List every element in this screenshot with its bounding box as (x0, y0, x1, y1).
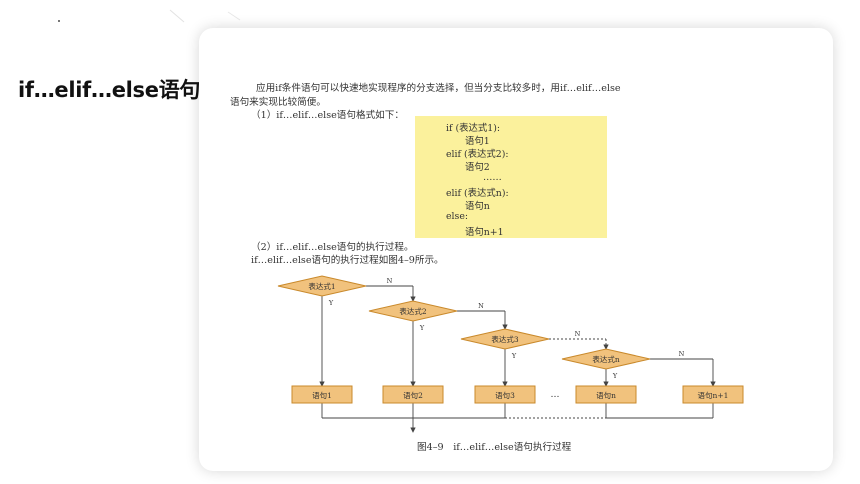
flowchart-connectors (319, 285, 716, 433)
condition-diamond (561, 348, 651, 370)
statement-box (382, 385, 444, 404)
flow-intro-text: if…elif…else语句的执行过程如图4–9所示。 (251, 255, 444, 266)
document-image: 应用if条件语句可以快速地实现程序的分支选择，但当分支比较多时，用if…elif… (199, 28, 833, 471)
decorative-dot (58, 20, 60, 22)
statement-label: 语句3 (495, 390, 515, 400)
statement-box (474, 385, 536, 404)
yes-label: Y (419, 324, 425, 332)
code-highlight-box (415, 116, 607, 238)
no-label: N (478, 302, 484, 310)
code-line: else: (446, 211, 469, 222)
condition-label: 表达式3 (491, 334, 518, 344)
condition-label: 表达式1 (308, 281, 335, 291)
no-label: N (575, 330, 581, 338)
section-heading-2: （2）if…elif…else语句的执行过程。 (251, 242, 414, 253)
condition-label: 表达式n (592, 354, 619, 364)
statement-box (682, 385, 744, 404)
yes-label: Y (511, 352, 517, 360)
figure-caption: 图4–9 if…elif…else语句执行过程 (417, 442, 572, 453)
condition-diamond (460, 328, 550, 350)
code-line: elif (表达式n): (446, 188, 509, 199)
code-line: 语句2 (465, 162, 490, 173)
flowchart-shapes (277, 275, 744, 404)
statement-box (575, 385, 637, 404)
statement-box (291, 385, 353, 404)
statement-label: 语句n+1 (698, 390, 729, 400)
no-label: N (387, 277, 393, 285)
no-label: N (679, 350, 685, 358)
code-line: 语句1 (465, 136, 490, 147)
statement-label: 语句n (596, 390, 616, 400)
section-heading-1: （1）if…elif…else语句格式如下： (251, 110, 404, 121)
ellipsis: … (551, 390, 560, 400)
condition-label: 表达式2 (399, 306, 426, 316)
code-line: 语句n+1 (465, 227, 504, 238)
statement-label: 语句1 (312, 390, 332, 400)
code-line: 语句n (465, 201, 490, 212)
yes-label: Y (612, 372, 618, 380)
code-line: if (表达式1): (446, 123, 501, 134)
condition-diamond (277, 275, 367, 297)
slide-title: if…elif…else语句 (18, 78, 201, 102)
yes-label: Y (328, 299, 334, 307)
statement-label: 语句2 (403, 390, 423, 400)
code-line: …… (483, 172, 502, 183)
condition-diamond (368, 300, 458, 322)
intro-line-2: 语句来实现比较简便。 (230, 97, 326, 108)
code-line: elif (表达式2): (446, 149, 509, 160)
intro-line-1: 应用if条件语句可以快速地实现程序的分支选择，但当分支比较多时，用if…elif… (256, 83, 621, 94)
